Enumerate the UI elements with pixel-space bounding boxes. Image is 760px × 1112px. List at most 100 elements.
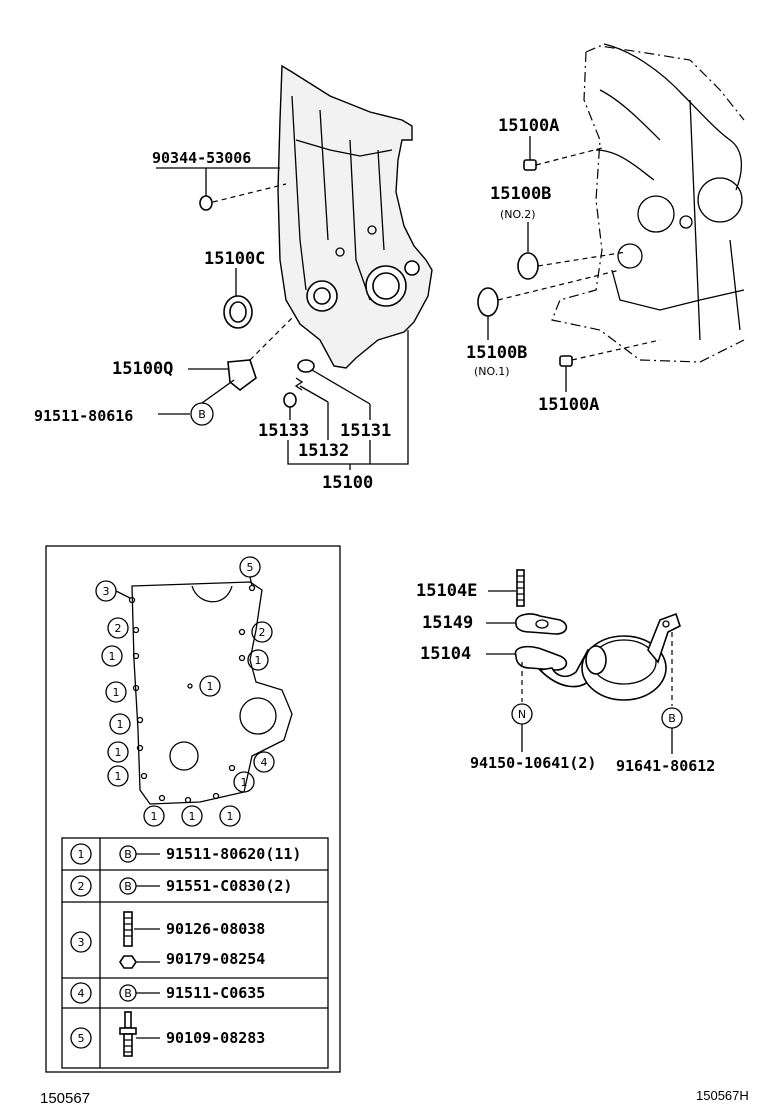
part-number: 90109-08283 (166, 1029, 265, 1047)
label-no1: (NO.1) (474, 365, 510, 378)
timing-chain-cover (277, 64, 433, 369)
part-number: 91511-C0635 (166, 984, 265, 1002)
fitting-15100Q-icon (227, 359, 257, 392)
table-row-1: 1 B 91511-80620(11) (70, 843, 301, 865)
strainer-15104-icon (514, 612, 681, 701)
stud-bolt-icon (123, 911, 133, 947)
svg-text:4: 4 (261, 756, 268, 769)
label-91641-80612: 91641-80612 (616, 757, 715, 775)
bolt-90344-icon (199, 195, 213, 211)
svg-text:1: 1 (227, 810, 234, 823)
svg-text:1: 1 (109, 650, 116, 663)
svg-text:2: 2 (115, 622, 122, 635)
nut-marker-letter: N (518, 708, 526, 721)
footer-right-code: 150567H (696, 1088, 749, 1103)
row-key: 3 (78, 936, 85, 949)
label-15100A-top: 15100A (498, 116, 559, 136)
inset-callout-4: 4 (253, 751, 275, 773)
inset-callout-1: 1 (143, 805, 165, 827)
label-15100B-top: 15100B (490, 184, 551, 204)
part-number: 91551-C0830(2) (166, 877, 292, 895)
svg-text:3: 3 (103, 585, 110, 598)
leader-line (311, 369, 371, 405)
dashed-guide (497, 269, 621, 301)
svg-text:1: 1 (117, 718, 124, 731)
svg-text:B: B (124, 848, 132, 861)
part-number: 90179-08254 (166, 950, 265, 968)
label-15100B-bottom: 15100B (466, 343, 527, 363)
label-15104: 15104 (420, 644, 471, 664)
crank-opening (239, 697, 277, 735)
part-number: 91511-80620(11) (166, 845, 301, 863)
row-key: 5 (78, 1032, 85, 1045)
bolt-marker-letter: B (668, 712, 676, 725)
label-15100A-bottom: 15100A (538, 395, 599, 415)
o-ring-no1-icon (477, 287, 499, 317)
inset-callout-1: 1 (219, 805, 241, 827)
svg-text:1: 1 (207, 680, 214, 693)
svg-text:1: 1 (241, 776, 248, 789)
inset-callout-2-left: 2 (107, 617, 129, 639)
svg-text:2: 2 (259, 626, 266, 639)
pump-opening (169, 741, 199, 771)
bracket-15100 (287, 330, 409, 465)
leader-line (201, 379, 235, 404)
nut-icon (119, 955, 137, 969)
label-15104E: 15104E (416, 581, 477, 601)
dashed-guide (535, 147, 603, 166)
inset-bolt-holes (128, 584, 256, 804)
bolt-position-inset (45, 545, 341, 1073)
inset-callout-2-right: 2 (251, 621, 273, 643)
label-15100: 15100 (322, 473, 373, 493)
label-15133: 15133 (258, 421, 309, 441)
plunger-15131-icon (297, 359, 315, 373)
inset-callout-3: 3 (95, 580, 131, 602)
oil-seal-inner (229, 301, 247, 323)
label-90344-53006: 90344-53006 (152, 149, 251, 167)
inset-callout-1: 1 (107, 741, 129, 763)
label-15100Q: 15100Q (112, 359, 173, 379)
table-row-2: 2 B 91551-C0830(2) (70, 875, 292, 897)
label-15131: 15131 (340, 421, 391, 441)
dashed-guide (249, 317, 293, 361)
spring-15132-icon (294, 377, 304, 391)
gasket-15149-icon (515, 613, 568, 635)
inset-callout-5: 5 (239, 556, 261, 587)
inset-callout-1: 1 (233, 771, 255, 793)
dashed-guide (212, 183, 287, 203)
row-key: 2 (78, 880, 85, 893)
dashed-guide (537, 251, 627, 267)
inset-callout-1: 1 (247, 649, 269, 671)
svg-text:B: B (124, 987, 132, 1000)
inset-callout-1: 1 (101, 645, 123, 667)
inset-callout-1: 1 (107, 765, 129, 787)
label-94150-10641: 94150-10641(2) (470, 754, 596, 772)
table-row-5: 5 90109-08283 (70, 1011, 265, 1057)
label-15132: 15132 (298, 441, 349, 461)
svg-text:1: 1 (115, 770, 122, 783)
inset-callout-1: 1 (181, 805, 203, 827)
cover-cutout (191, 585, 233, 603)
inset-callout-1: 1 (105, 681, 127, 703)
cover-outline (131, 581, 293, 805)
row-key: 4 (78, 987, 85, 1000)
svg-text:1: 1 (255, 654, 262, 667)
label-91511-80616: 91511-80616 (34, 407, 133, 425)
dowel-pin-icon (559, 355, 573, 367)
inset-callout-1: 1 (199, 675, 221, 697)
o-ring-no2-icon (517, 252, 539, 280)
svg-text:1: 1 (113, 686, 120, 699)
svg-text:1: 1 (151, 810, 158, 823)
part-number: 90126-08038 (166, 920, 265, 938)
table-row-4: 4 B 91511-C0635 (70, 982, 265, 1004)
table-row-3: 3 90126-08038 90179-08254 (70, 911, 265, 969)
leader-line (299, 385, 329, 403)
plug-15133-icon (283, 392, 297, 408)
bolt-marker-letter: B (198, 408, 206, 421)
label-15149: 15149 (422, 613, 473, 633)
label-no2: (NO.2) (500, 208, 536, 221)
label-15100C: 15100C (204, 249, 265, 269)
footer-left-code: 150567 (40, 1090, 90, 1107)
row-key: 1 (78, 848, 85, 861)
